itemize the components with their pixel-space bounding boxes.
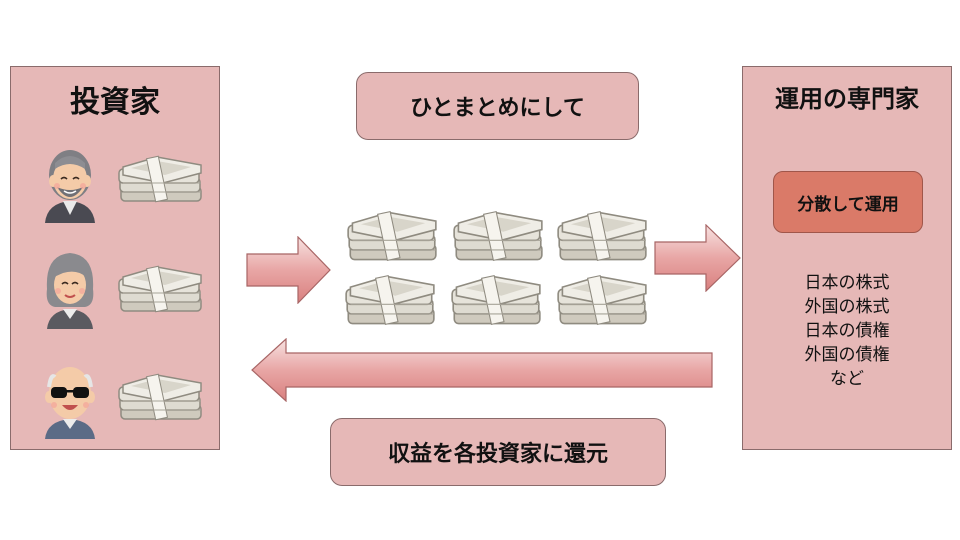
money-stack-icon xyxy=(557,210,647,262)
money-stack-icon xyxy=(557,274,647,326)
money-stack-icon xyxy=(347,210,437,262)
asset-list: 日本の株式 外国の株式 日本の債権 外国の債権 など xyxy=(743,271,951,391)
list-item: 外国の債権 xyxy=(804,345,890,365)
money-stack-icon xyxy=(451,274,541,326)
list-item: など xyxy=(830,369,864,389)
money-stack-icon xyxy=(345,274,435,326)
money-stack-icon xyxy=(118,373,202,421)
expert-panel-title: 運用の専門家 xyxy=(775,85,919,113)
arrow-left-icon xyxy=(251,338,713,402)
pool-step-box: ひとまとめにして xyxy=(356,72,639,140)
elderly-man-icon xyxy=(45,150,95,223)
money-stack-icon xyxy=(453,210,543,262)
diversify-box: 分散して運用 xyxy=(773,171,923,233)
list-item: 日本の株式 xyxy=(804,273,890,293)
money-stack-icon xyxy=(118,155,202,203)
return-step-box: 収益を各投資家に還元 xyxy=(330,418,666,486)
bald-man-sunglasses-icon xyxy=(45,367,95,439)
money-stack-icon xyxy=(118,265,202,313)
expert-panel: 運用の専門家 分散して運用 日本の株式 外国の株式 日本の債権 外国の債権 など xyxy=(742,66,952,450)
investor-panel-title: 投資家 xyxy=(70,85,160,120)
arrow-right-icon xyxy=(654,224,741,292)
list-item: 日本の債権 xyxy=(804,321,890,341)
investor-panel: 投資家 xyxy=(10,66,220,450)
list-item: 外国の株式 xyxy=(804,297,890,317)
arrow-right-icon xyxy=(246,236,331,304)
elderly-woman-icon xyxy=(46,253,94,329)
